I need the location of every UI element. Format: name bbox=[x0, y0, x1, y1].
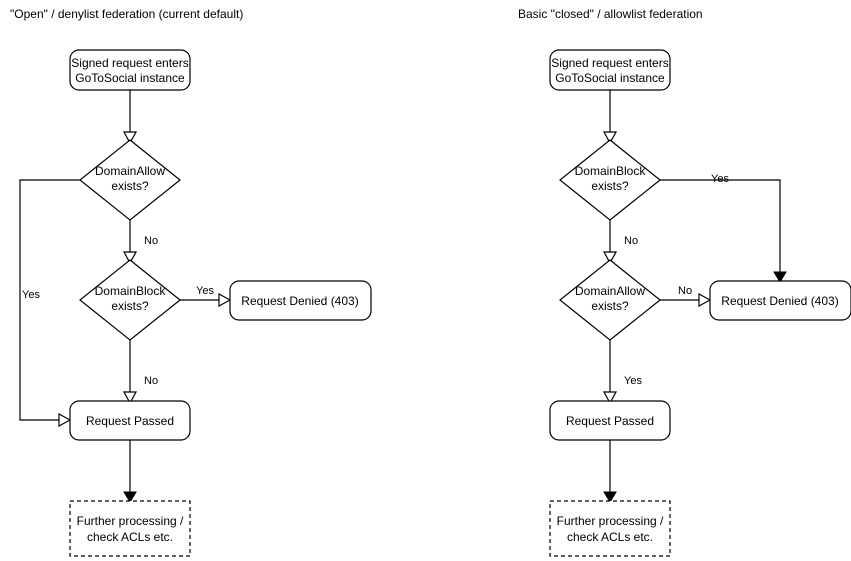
edge-domainallow-no-to-domainblock: No bbox=[122, 220, 158, 265]
edge-label-no: No bbox=[144, 375, 158, 387]
panel-open-denylist: "Open" / denylist federation (current de… bbox=[10, 7, 372, 557]
arrowhead-open-icon bbox=[218, 292, 232, 308]
edge-entry-to-domainallow bbox=[122, 90, 138, 145]
edge-domainallow-yes-to-requestpassed: Yes bbox=[19, 179, 80, 428]
node-further-closed[interactable]: Further processing / check ACLs etc. bbox=[549, 500, 671, 557]
node-requestdenied-closed[interactable]: Request Denied (403) bbox=[709, 280, 851, 321]
arrowhead-open-icon bbox=[122, 131, 138, 145]
arrowhead-open-icon bbox=[122, 251, 138, 265]
node-domainallow-label-line1: DomainAllow bbox=[95, 164, 165, 178]
edge-label-yes: Yes bbox=[711, 173, 729, 185]
node-domainallow-label-line2: exists? bbox=[111, 179, 149, 193]
panel-open-title: "Open" / denylist federation (current de… bbox=[10, 7, 243, 21]
edge-label-yes: Yes bbox=[196, 285, 214, 297]
node-domainblock-open[interactable]: DomainBlock exists? bbox=[79, 259, 181, 341]
arrowhead-solid-icon bbox=[123, 491, 137, 503]
edge-label-yes: Yes bbox=[22, 289, 40, 301]
edge-domainblock-no-to-requestpassed: No bbox=[122, 340, 158, 405]
edge-requestpassed-to-further-open bbox=[123, 440, 137, 503]
arrowhead-open-icon bbox=[602, 391, 618, 405]
node-domainblock-label-line1: DomainBlock bbox=[575, 164, 647, 178]
node-further-label-line1: Further processing / bbox=[557, 514, 664, 528]
arrowhead-open-icon bbox=[122, 391, 138, 405]
edge-line bbox=[19, 179, 80, 421]
edge-label-yes: Yes bbox=[624, 375, 642, 387]
node-requestdenied-open[interactable]: Request Denied (403) bbox=[229, 280, 372, 321]
node-requestdenied-shape[interactable] bbox=[229, 280, 372, 321]
edge-entry-to-domainblock bbox=[602, 90, 618, 145]
edge-domainblock-no-to-domainallow: No bbox=[602, 220, 638, 265]
node-requestdenied-shape[interactable] bbox=[709, 280, 851, 321]
node-requestdenied-label: Request Denied (403) bbox=[241, 294, 358, 308]
node-domainblock-label-line2: exists? bbox=[111, 299, 149, 313]
node-further-open[interactable]: Further processing / check ACLs etc. bbox=[69, 500, 191, 557]
arrowhead-open-icon bbox=[698, 292, 712, 308]
node-entry-label-line1: Signed request enters bbox=[71, 56, 188, 70]
edge-label-no: No bbox=[678, 285, 692, 297]
node-further-shape[interactable] bbox=[69, 500, 191, 557]
node-further-shape[interactable] bbox=[549, 500, 671, 557]
node-requestpassed-open[interactable]: Request Passed bbox=[69, 400, 191, 441]
node-domainallow-closed[interactable]: DomainAllow exists? bbox=[559, 259, 661, 341]
arrowhead-open-icon bbox=[602, 131, 618, 145]
node-requestpassed-label: Request Passed bbox=[566, 414, 654, 428]
node-further-label-line2: check ACLs etc. bbox=[87, 530, 173, 544]
node-further-label-line2: check ACLs etc. bbox=[567, 530, 653, 544]
node-entry-label-line2: GoToSocial instance bbox=[555, 71, 665, 85]
node-domainallow-open[interactable]: DomainAllow exists? bbox=[79, 139, 181, 221]
node-entry-open[interactable]: Signed request enters GoToSocial instanc… bbox=[69, 49, 191, 91]
edge-domainblock-yes-to-requestdenied: Yes bbox=[660, 173, 787, 283]
panel-closed-allowlist: Basic "closed" / allowlist federation Si… bbox=[518, 7, 851, 557]
node-domainblock-closed[interactable]: DomainBlock exists? bbox=[559, 139, 661, 221]
arrowhead-open-icon bbox=[58, 412, 72, 428]
node-domainblock-label-line1: DomainBlock bbox=[95, 284, 167, 298]
node-requestpassed-closed[interactable]: Request Passed bbox=[549, 400, 671, 441]
edge-requestpassed-to-further-closed bbox=[603, 440, 617, 503]
node-requestpassed-label: Request Passed bbox=[86, 414, 174, 428]
panel-closed-title: Basic "closed" / allowlist federation bbox=[518, 7, 703, 21]
node-entry-label-line2: GoToSocial instance bbox=[75, 71, 185, 85]
node-domainallow-label-line2: exists? bbox=[591, 299, 629, 313]
node-requestdenied-label: Request Denied (403) bbox=[721, 294, 838, 308]
node-further-label-line1: Further processing / bbox=[77, 514, 184, 528]
edge-line bbox=[660, 179, 781, 274]
node-entry-label-line1: Signed request enters bbox=[551, 56, 668, 70]
edge-domainallow-no-to-requestdenied: No bbox=[660, 285, 712, 308]
edge-domainallow-yes-to-requestpassed: Yes bbox=[602, 340, 642, 405]
edge-domainblock-yes-to-requestdenied: Yes bbox=[180, 285, 232, 308]
node-domainblock-label-line2: exists? bbox=[591, 179, 629, 193]
edge-label-no: No bbox=[144, 235, 158, 247]
arrowhead-solid-icon bbox=[603, 491, 617, 503]
arrowhead-solid-icon bbox=[773, 271, 787, 283]
node-entry-closed[interactable]: Signed request enters GoToSocial instanc… bbox=[549, 49, 671, 91]
arrowhead-open-icon bbox=[602, 251, 618, 265]
node-domainallow-label-line1: DomainAllow bbox=[575, 284, 645, 298]
edge-label-no: No bbox=[624, 235, 638, 247]
